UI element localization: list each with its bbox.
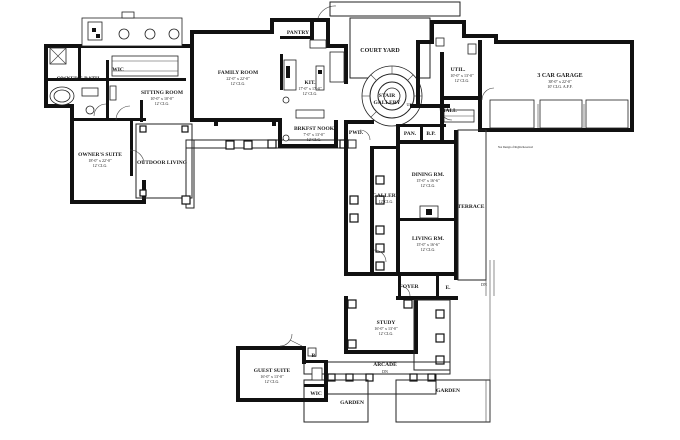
- owners-suite-clg: 12' CLG.: [93, 163, 108, 168]
- owners-suite-dims: 18'-0" x 22'-0": [88, 158, 112, 163]
- owners-bath-label: OWNER'S BATH: [57, 76, 100, 82]
- guest-suite-dims: 16'-0" x 13'-0": [260, 374, 284, 379]
- living-label: LIVING RM.: [412, 236, 445, 242]
- central-gallery-block: [344, 108, 495, 300]
- study-arcade-block: [303, 296, 491, 423]
- study-label: STUDY: [377, 320, 396, 326]
- outdoor-living-structure: [135, 122, 357, 209]
- dining-label: DINING RM.: [412, 172, 445, 178]
- guest-suite-label: GUEST SUITE: [254, 368, 291, 374]
- wic-label: WIC: [112, 67, 124, 73]
- garage-utility-block: [430, 20, 634, 132]
- study-clg: 12' CLG.: [379, 331, 394, 336]
- dn-right-label: DN: [481, 282, 487, 287]
- owners-suite-label: OWNER'S SUITE: [78, 152, 122, 158]
- courtyard-stair: [329, 1, 461, 146]
- study-dims: 16'-0" x 13'-0": [374, 326, 398, 331]
- garden-left-label: GARDEN: [340, 400, 364, 406]
- guest-suite-clg: 12' CLG.: [265, 379, 280, 384]
- util-dims: 10'-0" x 13'-0": [450, 73, 474, 78]
- garage-clg: 10' CLG. A.F.F.: [547, 84, 572, 89]
- outdoor-living-label: OUTDOOR LIVING: [137, 160, 188, 166]
- living-dims: 15'-0" x 16'-6": [416, 242, 440, 247]
- family-room-label: FAMILY ROOM: [218, 70, 259, 76]
- e-label: E.: [445, 285, 451, 291]
- brkfst-nook-dims: 7'-0" x 13'-0": [303, 132, 325, 137]
- garden-right-label: GARDEN: [436, 388, 460, 394]
- guest-suite-block: [236, 333, 328, 402]
- copyright-note: Not Design of Rights Reserved: [498, 146, 534, 149]
- pwd-label: PWD.: [349, 130, 364, 136]
- dining-clg: 12' CLG.: [421, 183, 436, 188]
- arcade-label: ARCADE: [373, 362, 397, 368]
- living-clg: 12' CLG.: [421, 247, 436, 252]
- brkfst-nook-label: BRKFST NOOK: [294, 126, 335, 132]
- stair-up-label: UP: [406, 102, 412, 107]
- gallery-label: GALLERY: [372, 193, 399, 199]
- bp-label: B.P.: [426, 131, 436, 137]
- garage-label: 3 CAR GARAGE: [537, 73, 582, 79]
- dining-dims: 15'-0" x 16'-6": [416, 178, 440, 183]
- util-label: UTIL.: [451, 67, 466, 73]
- family-room-dims: 22'-0" x 22'-0": [226, 76, 250, 81]
- kit-dims: 17'-0" x 17'-0": [298, 86, 322, 91]
- stair-gallery-label-line2: GALLERY: [373, 100, 400, 106]
- terrace-label: TERRACE: [458, 204, 485, 210]
- room-labels: OWNER'S BATH WIC SITTING ROOM 10'-0" x 1…: [57, 30, 583, 406]
- sitting-room-dims: 10'-0" x 10'-0": [150, 96, 174, 101]
- court-yard-label: COURT YARD: [360, 48, 400, 54]
- kit-label: KIT.: [304, 80, 316, 86]
- brkfst-nook-clg: 12' CLG.: [307, 137, 322, 142]
- arcade-dn-label: DN: [382, 369, 388, 374]
- gallery-clg: 12' CLG.: [379, 199, 394, 204]
- family-room-clg: 12' CLG.: [231, 81, 246, 86]
- foyer-label: FOYER: [399, 284, 419, 290]
- family-kitchen-block: [190, 2, 348, 148]
- stair-gallery-label-line1: STAIR: [379, 93, 396, 99]
- owners-wing: [44, 11, 194, 204]
- hall-label: HALL: [441, 108, 457, 114]
- guest-b-label: B.: [311, 353, 317, 359]
- kit-clg: 12' CLG.: [303, 91, 318, 96]
- sitting-room-clg: 12' CLG.: [155, 101, 170, 106]
- garage-dims: 38'-0" x 22'-0": [548, 79, 572, 84]
- util-clg: 12' CLG.: [455, 78, 470, 83]
- guest-wic-label: WIC: [310, 391, 322, 397]
- pantry-label: PANTRY: [287, 30, 309, 36]
- pan-label: PAN.: [404, 131, 417, 137]
- sitting-room-label: SITTING ROOM: [141, 90, 184, 96]
